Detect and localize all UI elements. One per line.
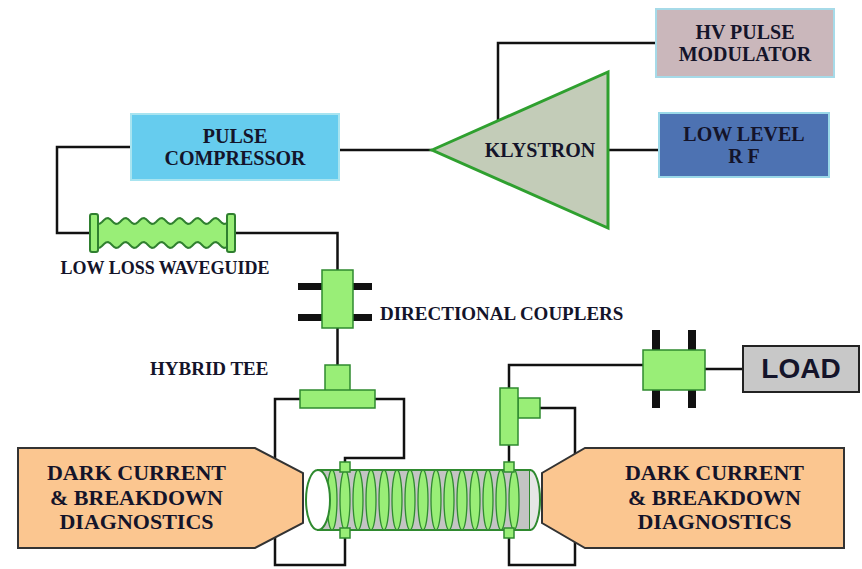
tee-stem [325,365,350,392]
waveguide-connector [340,149,432,152]
structure-cell [431,470,441,530]
structure-port [504,528,514,538]
structure-cell [483,470,493,530]
diagnostics-shape: DARK CURRENT & BREAKDOWN DIAGNOSTICS [18,448,303,548]
waveguide-line [705,368,742,371]
rf-box: LOW LEVEL R F [658,112,830,178]
coupler-body [322,270,353,328]
diagnostics-outline [542,448,844,548]
structure-cell [496,470,506,530]
klystron-outline [432,72,608,228]
structure-cells [327,470,519,530]
structure-cell [353,470,363,530]
modulator-box: HV PULSE MODULATOR [655,8,835,78]
tee-bar [500,388,518,445]
node-label: LOW LEVEL R F [679,123,809,168]
waveguide-connector [608,149,658,152]
coupler-part: DIRECTIONAL COUPLERS [296,268,696,332]
tee-stem [518,398,540,418]
node-label: DARK CURRENT & BREAKDOWN DIAGNOSTICS [39,461,234,535]
structure-port [340,462,350,472]
load-box: LOAD [742,345,860,393]
structure-cell [444,470,454,530]
structure-end [530,470,540,530]
compressor-box: PULSE COMPRESSOR [130,113,340,181]
waveguide-line [509,365,643,388]
structure-cell [418,470,428,530]
tee-part: HYBRID TEE [150,358,375,412]
node-label: HV PULSE MODULATOR [670,21,820,66]
structure-cell [405,470,415,530]
accelerator-structure [306,462,540,538]
tee-bar [300,390,375,408]
waveguide-shape [90,214,235,252]
diagnostics-outline [18,448,303,548]
node-label: KLYSTRON [485,139,595,161]
structure-port [504,462,514,472]
structure-end [306,470,330,530]
node-label: LOAD [761,353,840,384]
structure-cell [379,470,389,530]
structure-cell [470,470,480,530]
diagnostics-shape: DARK CURRENT & BREAKDOWN DIAGNOSTICS [542,448,844,548]
structure-cell [392,470,402,530]
structure-port [340,528,350,538]
structure-body [318,470,530,530]
waveguide-part: LOW LOSS WAVEGUIDE [20,212,310,278]
tee-shape [300,365,375,408]
node-label: PULSE COMPRESSOR [155,125,315,170]
structure-cell [509,470,519,530]
waveguide-flange [90,214,98,252]
node-label: LOW LOSS WAVEGUIDE [60,258,269,278]
output-coupler [643,330,705,408]
coupler-body [643,350,705,390]
waveguide-flange [227,214,235,252]
waveguide-line [508,445,511,462]
output-tee [500,388,540,445]
structure-cell [457,470,467,530]
structure-cell [366,470,376,530]
node-label: HYBRID TEE [150,358,268,379]
waveguide-tube [94,218,230,248]
structure-cell [340,470,350,530]
waveguide-connector [336,328,339,365]
klystron-triangle: KLYSTRON [432,72,608,228]
node-label: DARK CURRENT & BREAKDOWN DIAGNOSTICS [617,461,812,535]
node-label: DIRECTIONAL COUPLERS [380,303,623,324]
